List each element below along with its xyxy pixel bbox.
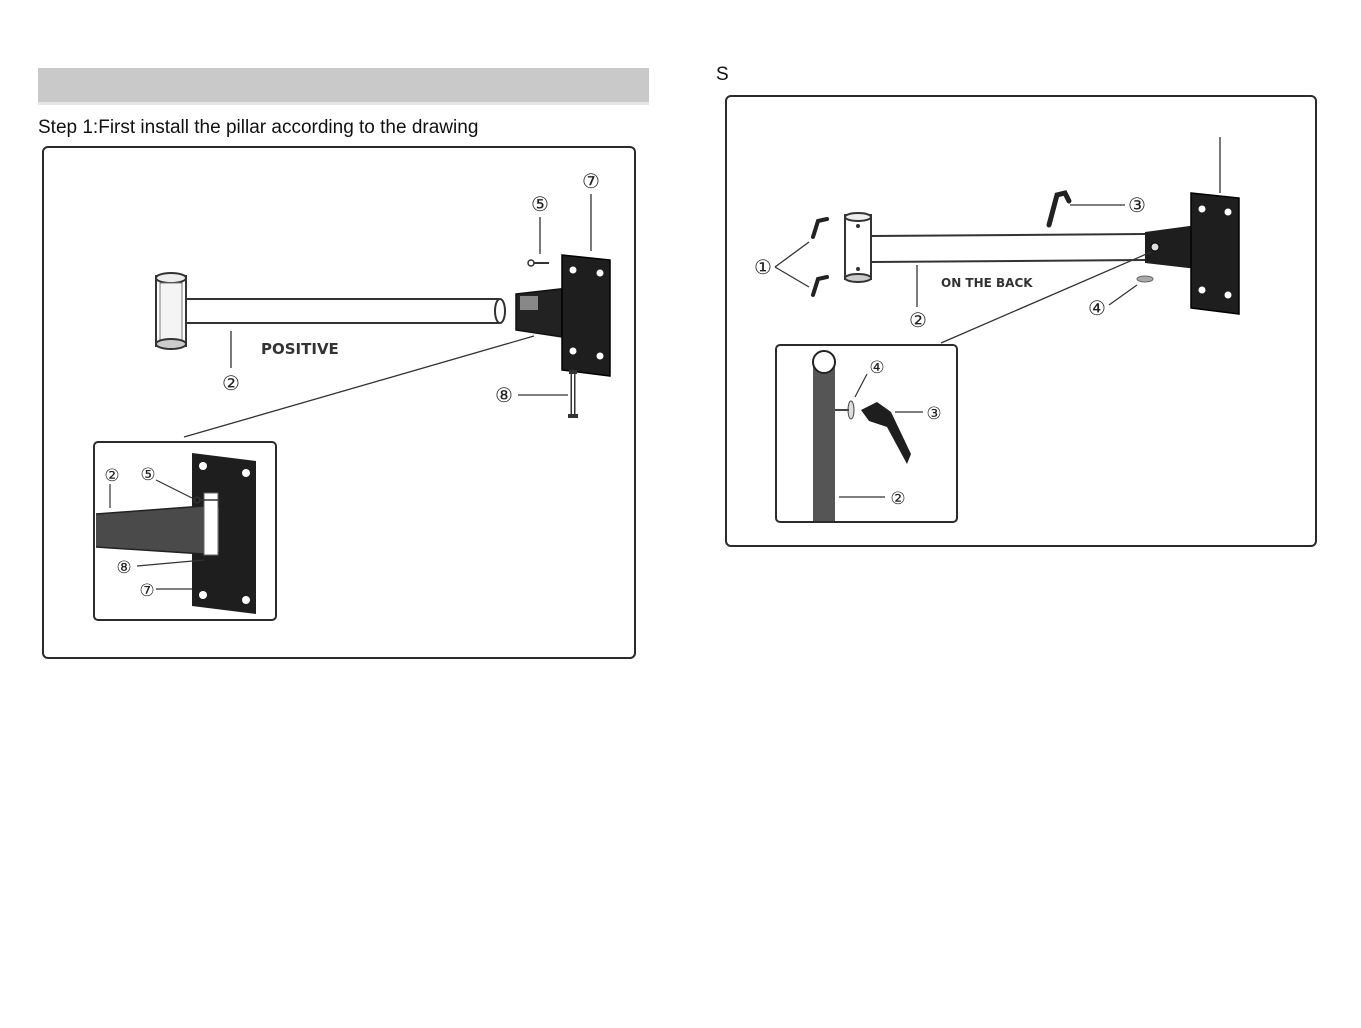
wall-plate — [562, 255, 610, 376]
inset-callout-7: ⑦ — [139, 581, 154, 601]
screws — [813, 219, 827, 295]
wall-plate — [1191, 193, 1239, 314]
callout-7: ⑦ — [582, 169, 600, 193]
callout-4: ④ — [1088, 296, 1106, 320]
pin — [528, 260, 549, 266]
pillar-tube — [871, 234, 1147, 262]
bolt — [568, 370, 578, 418]
positive-label: POSITIVE — [261, 340, 339, 358]
callout-2: ② — [222, 371, 240, 395]
bracket — [1145, 225, 1197, 269]
callout-1: ① — [754, 255, 772, 279]
inset-callout-3: ③ — [926, 404, 941, 424]
step2-title-prefix: S — [716, 64, 729, 86]
pillar-end-cap — [845, 213, 871, 282]
step1-diagram-panel: ⑦ ⑤ ② ⑧ POSITIVE ② ⑤ — [42, 146, 636, 659]
step2-diagram-panel: ① ③ ② ④ ON THE BACK ④ ③ ② — [725, 95, 1317, 547]
callout-8: ⑧ — [495, 383, 513, 407]
header-bar — [38, 68, 649, 105]
inset-callout-8: ⑧ — [116, 558, 131, 578]
step1-diagram: ⑦ ⑤ ② ⑧ POSITIVE ② ⑤ — [44, 148, 638, 661]
pillar-end-cap — [156, 273, 186, 349]
inset-callout-2: ② — [890, 489, 905, 509]
inset-callout-5: ⑤ — [140, 465, 155, 485]
step1-title: Step 1:First install the pillar accordin… — [38, 117, 478, 139]
washer — [1137, 276, 1153, 282]
callout-5: ⑤ — [531, 192, 549, 216]
inset-callout-2: ② — [104, 466, 119, 486]
bracket — [516, 288, 569, 338]
inset-callout-4: ④ — [869, 358, 884, 378]
step2-inset: ④ ③ ② — [776, 345, 957, 522]
step2-diagram: ① ③ ② ④ ON THE BACK ④ ③ ② — [727, 97, 1319, 549]
on-the-back-label: ON THE BACK — [941, 276, 1033, 290]
step1-inset: ② ⑤ ⑧ ⑦ — [94, 442, 276, 620]
lever — [1049, 193, 1069, 225]
callout-2: ② — [909, 308, 927, 332]
pillar-tube — [186, 299, 505, 323]
callout-3: ③ — [1128, 193, 1146, 217]
